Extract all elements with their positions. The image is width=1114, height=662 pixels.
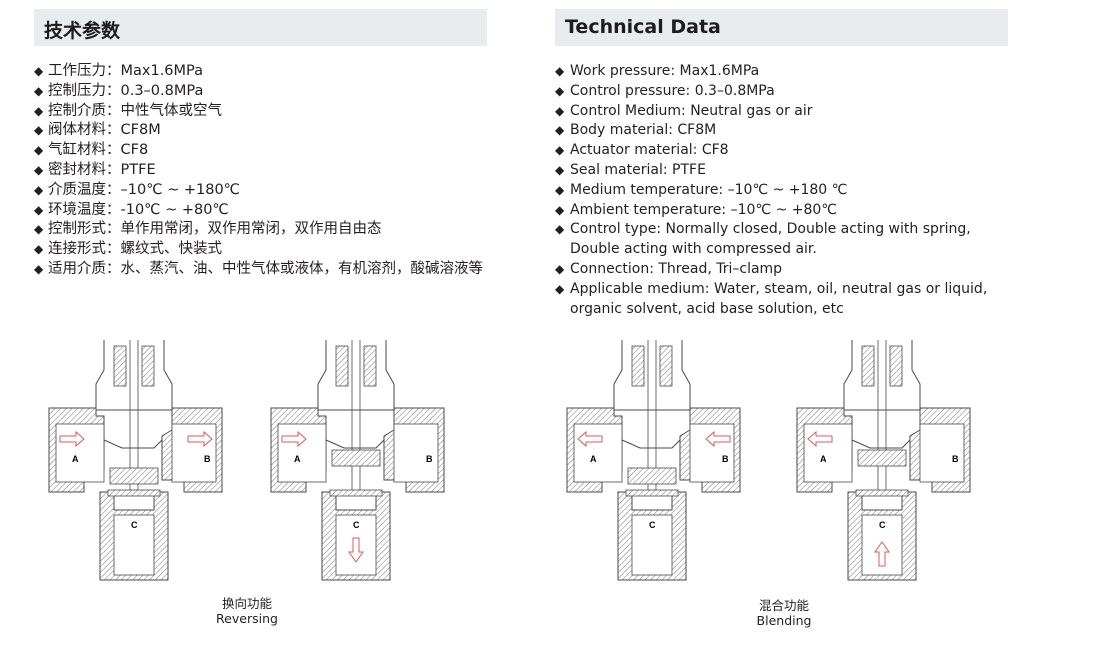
port-label-c: C: [649, 520, 656, 530]
spec-item: 适用介质：水、蒸汽、油、中性气体或液体，有机溶剂，酸碱溶液等: [34, 260, 494, 280]
valve-disc: [857, 449, 907, 467]
flow-arrow-icon: [59, 430, 85, 448]
spec-item: Connection: Thread, Tri–clamp: [555, 260, 1015, 280]
port-label-b: B: [426, 454, 433, 464]
section-title-en: Technical Data: [565, 16, 721, 38]
port-label-a: A: [820, 454, 827, 464]
port-label-b: B: [204, 454, 211, 464]
spec-item: 气缸材料：CF8: [34, 141, 494, 161]
port-label-c: C: [879, 520, 886, 530]
flow-arrow-icon: [874, 541, 890, 567]
spec-item: 控制介质：中性气体或空气: [34, 102, 494, 122]
spec-item: 工作压力：Max1.6MPa: [34, 62, 494, 82]
spec-item: Control pressure: 0.3–0.8MPa: [555, 82, 1015, 102]
spec-item: Medium temperature: –10℃ ~ +180 ℃: [555, 181, 1015, 201]
spec-item: Actuator material: CF8: [555, 141, 1015, 161]
section-header-en: Technical Data: [555, 9, 1008, 46]
spec-item: Seal material: PTFE: [555, 161, 1015, 181]
caption-blending-en: Blending: [756, 613, 812, 628]
caption-reversing: 换向功能 Reversing: [147, 596, 347, 626]
spec-item: Control type: Normally closed, Double ac…: [555, 220, 1015, 260]
port-label-c: C: [353, 520, 360, 530]
valve-disc: [109, 467, 159, 485]
spec-item: 控制压力：0.3–0.8MPa: [34, 82, 494, 102]
valve-disc: [331, 449, 381, 467]
port-label-a: A: [294, 454, 301, 464]
flow-arrow-icon: [348, 537, 364, 563]
spec-item: Ambient temperature: –10℃ ~ +80℃: [555, 201, 1015, 221]
spec-item: 密封材料：PTFE: [34, 161, 494, 181]
valve-diagram-blending-1: A B C: [566, 340, 741, 581]
flow-arrow-icon: [807, 430, 833, 448]
spec-item: Applicable medium: Water, steam, oil, ne…: [555, 280, 1015, 320]
valve-diagram-reversing-2: A B C: [270, 340, 445, 581]
section-header-cn: 技术参数: [34, 9, 487, 46]
flow-arrow-icon: [281, 430, 307, 448]
spec-list-en: Work pressure: Max1.6MPa Control pressur…: [555, 62, 1015, 319]
caption-blending: 混合功能 Blending: [684, 598, 884, 628]
spec-list-cn: 工作压力：Max1.6MPa 控制压力：0.3–0.8MPa 控制介质：中性气体…: [34, 62, 494, 280]
port-label-b: B: [952, 454, 959, 464]
spec-item: 连接形式：螺纹式、快装式: [34, 240, 494, 260]
section-title-cn: 技术参数: [44, 20, 121, 42]
spec-item: Work pressure: Max1.6MPa: [555, 62, 1015, 82]
flow-arrow-icon: [187, 430, 213, 448]
caption-blending-cn: 混合功能: [758, 598, 809, 613]
spec-item: 介质温度：–10℃ ~ +180℃: [34, 181, 494, 201]
caption-reversing-cn: 换向功能: [221, 596, 272, 611]
spec-item: 环境温度：-10℃ ~ +80℃: [34, 201, 494, 221]
port-label-a: A: [590, 454, 597, 464]
spec-item: Body material: CF8M: [555, 121, 1015, 141]
spec-item: 阀体材料：CF8M: [34, 121, 494, 141]
spec-item: Control Medium: Neutral gas or air: [555, 102, 1015, 122]
port-label-b: B: [722, 454, 729, 464]
valve-disc: [627, 467, 677, 485]
flow-arrow-icon: [705, 430, 731, 448]
spec-item: 控制形式：单作用常闭，双作用常闭，双作用自由态: [34, 220, 494, 240]
valve-diagram-reversing-1: A B C: [48, 340, 223, 581]
port-label-a: A: [72, 454, 79, 464]
flow-arrow-icon: [577, 430, 603, 448]
valve-diagram-blending-2: A B C: [796, 340, 971, 581]
port-label-c: C: [131, 520, 138, 530]
caption-reversing-en: Reversing: [216, 611, 278, 626]
